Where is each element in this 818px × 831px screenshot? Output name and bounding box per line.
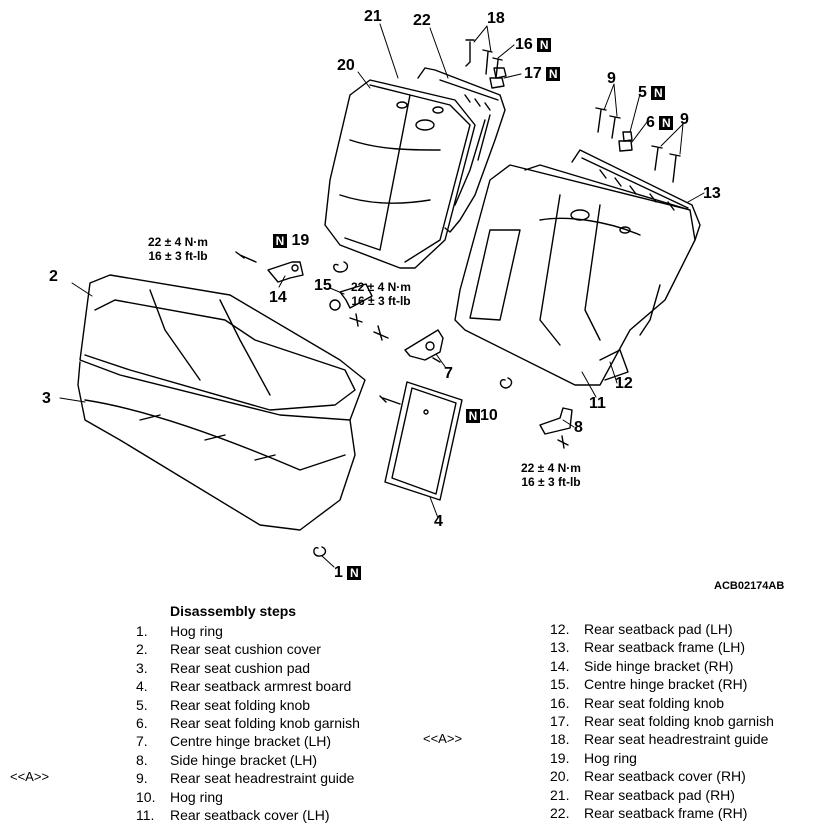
leader-lines [59,23,705,568]
callout-16: 16 N [515,37,552,53]
step-item: 6.Rear seat folding knob garnish [136,715,360,732]
rh-seatback [324,79,476,269]
n-mark-icon: N [651,85,666,100]
callout-4: 4 [434,513,443,530]
callout-2: 2 [49,268,58,285]
callout-22: 22 [413,12,431,29]
exploded-diagram: 21 22 18 16 N 17 N 20 9 5 N 6 N 9 13 N 1… [42,8,785,593]
step-item: 21.Rear seatback pad (RH) [550,786,735,803]
step-item: 18.Rear seat headrestraint guide [550,731,769,748]
side-hinge-bracket-lh [539,407,573,449]
step-item: 8.Side hinge bracket (LH) [136,751,318,768]
callout-11: 11 [589,395,606,412]
callout-21: 21 [364,8,382,25]
step-item: 15.Centre hinge bracket (RH) [550,676,748,693]
hog-ring-10 [499,377,513,389]
side-hinge-bracket-rh [235,251,304,283]
note-tag-step18: <<A>> [423,731,463,746]
callout-19: N 19 [273,233,309,249]
step-item: 7.Centre hinge bracket (LH) [136,733,332,750]
callout-6: 6 N [646,115,674,131]
step-item: 12.Rear seatback pad (LH) [550,621,733,637]
step-item: 1.Hog ring [136,623,223,639]
step-item: 11.Rear seatback cover (LH) [136,807,330,824]
step-item: 19.Hog ring [550,749,637,766]
callout-18: 18 [487,10,505,27]
figure-code: ACB02174AB [714,580,785,592]
step-item: 3.Rear seat cushion pad [136,659,311,676]
rh-seatback-frame [417,67,506,233]
callout-9a: 9 [607,70,616,87]
lh-seatback [454,164,696,386]
callout-14: 14 [269,289,287,306]
n-mark-icon: N [537,37,552,52]
centre-hinge-bracket-rh [329,283,389,341]
step-item: 5.Rear seat folding knob [136,696,311,713]
steps-list-left: 1.Hog ring 2.Rear seat cushion cover 3.R… [136,622,360,824]
callout-20: 20 [337,57,355,74]
armrest-board [379,381,463,501]
folding-knob-rh [489,67,507,89]
diagram-drawing [59,23,705,568]
callout-9b: 9 [680,111,689,128]
n-mark-icon: N [546,66,561,81]
step-item: 22.Rear seatback frame (RH) [550,805,748,822]
step-item: 4.Rear seatback armrest board [136,678,352,695]
step-item: 17.Rear seat folding knob garnish [550,713,774,730]
steps-list-right: 12.Rear seatback pad (LH) 13.Rear seatba… [550,620,774,822]
callout-3: 3 [42,390,51,407]
step-item: 9.Rear seat headrestraint guide [136,770,355,787]
callout-7: 7 [444,365,453,382]
n-mark-icon: N [466,408,480,423]
step-item: 10.Hog ring [136,788,223,805]
n-mark-icon: N [273,233,287,248]
callout-13: 13 [703,185,721,202]
callout-8: 8 [574,419,583,436]
callout-15: 15 [314,277,332,294]
n-mark-icon: N [347,565,362,580]
step-item: 16.Rear seat folding knob [550,694,725,711]
callout-1: 1 N [334,565,362,581]
step-item: 14.Side hinge bracket (RH) [550,657,734,674]
rear-seat-cushion [77,274,366,531]
headrestraint-guides-rh [465,39,503,79]
step-item: 20.Rear seatback cover (RH) [550,768,746,785]
centre-hinge-bracket-lh [404,329,444,363]
callout-12: 12 [615,375,633,392]
hog-ring-19 [333,261,349,273]
steps-heading: Disassembly steps [170,603,297,619]
step-item: 2.Rear seat cushion cover [136,641,321,658]
callout-5: 5 N [638,85,666,101]
step-item: 13.Rear seatback frame (LH) [550,639,746,656]
n-mark-icon: N [659,115,674,130]
hog-ring-1 [313,546,327,557]
callout-17: 17 N [524,66,561,82]
note-tag-step9: <<A>> [10,769,50,784]
lh-seatback-frame [571,149,701,336]
